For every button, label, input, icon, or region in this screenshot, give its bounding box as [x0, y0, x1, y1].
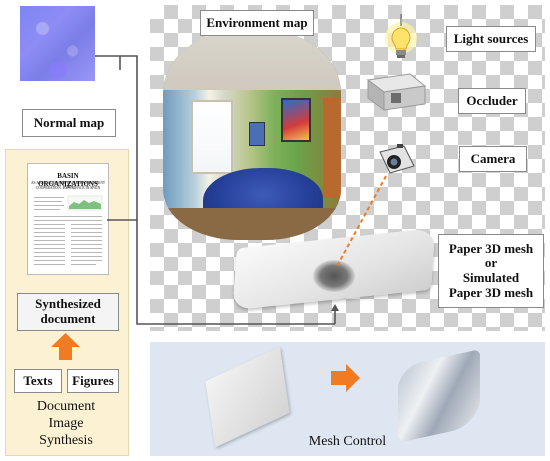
- camera-icon: [379, 144, 415, 174]
- arrow-right-icon: [331, 364, 360, 392]
- occluder-text: Occluder: [466, 92, 518, 108]
- occluder-label: Occluder: [458, 88, 526, 114]
- document-subtitle-1: AS A NETWORK FOR WATER MANAGEMENT AND: [30, 181, 106, 189]
- normal-map-image: [20, 6, 95, 81]
- synthesized-text-2: document: [40, 311, 96, 326]
- synthesized-document-label: Synthesized document: [17, 293, 119, 331]
- caption-line-2: Image: [48, 415, 84, 431]
- connector-normal-to-mesh: [120, 55, 335, 325]
- light-bulb-icon: [385, 14, 417, 58]
- camera-label: Camera: [459, 146, 527, 172]
- document-figure: [67, 195, 103, 211]
- paper-shadow: [313, 260, 355, 292]
- arrow-up-icon: [51, 333, 80, 360]
- connector-arrowhead: [331, 304, 339, 311]
- figures-text: Figures: [72, 372, 114, 388]
- light-sources-label: Light sources: [446, 26, 536, 52]
- caption-line-3: Synthesis: [39, 432, 93, 448]
- document-subtitle-2: COOPERATION: EXPERIENCE IN SPAIN: [35, 186, 101, 190]
- figures-label: Figures: [67, 369, 119, 393]
- normal-map-label: Normal map: [22, 109, 116, 137]
- document-image-synthesis-caption: Document Image Synthesis: [5, 399, 127, 449]
- texts-text: Texts: [23, 372, 53, 388]
- document-title: BASIN ORGANIZATIONS: [38, 172, 98, 188]
- paper-mesh-text-1: Paper 3D mesh: [448, 240, 534, 256]
- mesh-control-caption: Mesh Control: [308, 434, 387, 449]
- camera-ray: [335, 175, 387, 269]
- environment-map-image: [163, 30, 341, 240]
- light-sources-text: Light sources: [453, 30, 529, 46]
- connector-normal-top: [95, 55, 121, 70]
- connector-lines: [95, 55, 336, 325]
- normal-map-text: Normal map: [33, 114, 105, 130]
- paper-mesh-text-4: Paper 3D mesh: [448, 284, 534, 300]
- texts-label: Texts: [14, 369, 62, 393]
- environment-map-text: Environment map: [206, 14, 308, 30]
- paper-mesh-label: Paper 3D mesh or Simulated Paper 3D mesh: [438, 234, 544, 308]
- environment-map-label: Environment map: [200, 10, 314, 36]
- paper-mesh-text-3: Simulated: [462, 270, 520, 285]
- caption-line-1: Document: [36, 399, 96, 414]
- document-thumbnail: BASIN ORGANIZATIONS AS A NETWORK FOR WAT…: [27, 163, 109, 275]
- occluder-block-icon: [366, 73, 427, 111]
- paper-mesh-text-2: or: [484, 255, 498, 271]
- camera-text: Camera: [470, 150, 516, 166]
- synthesized-text-1: Synthesized: [35, 296, 101, 312]
